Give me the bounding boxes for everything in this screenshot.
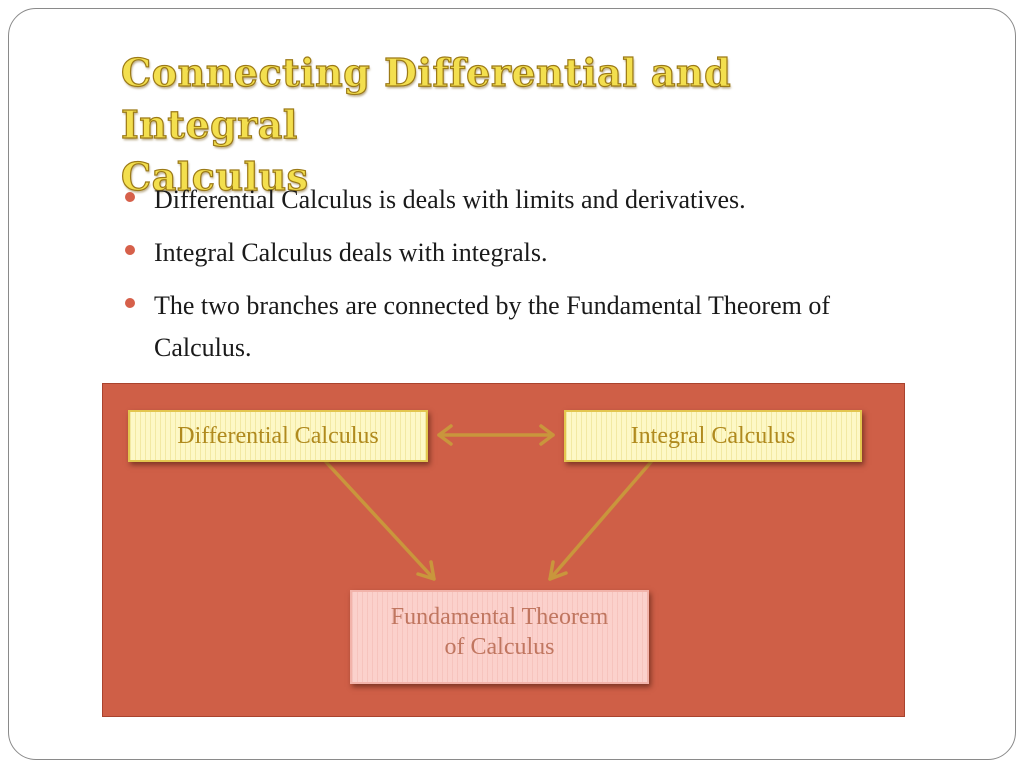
slide-title-line-1: Connecting Differential and Integral [120, 49, 732, 147]
node-fundamental-theorem: Fundamental Theorem of Calculus [350, 590, 649, 684]
node-theorem-line-2: of Calculus [444, 634, 555, 660]
bullet-item: Differential Calculus is deals with limi… [123, 179, 923, 221]
arrow-differential-to-theorem [324, 460, 436, 581]
bullet-dot-icon [125, 245, 135, 255]
diagram-arrows [324, 424, 653, 581]
bullet-list: Differential Calculus is deals with limi… [123, 179, 923, 380]
bullet-item: The two branches are connected by the Fu… [123, 285, 923, 369]
slide-title-line-2: Calculus [120, 153, 309, 199]
node-differential-calculus: Differential Calculus [128, 410, 428, 462]
bullet-dot-icon [125, 298, 135, 308]
bullet-text: Differential Calculus is deals with limi… [154, 185, 746, 214]
node-theorem-line-1: Fundamental Theorem [390, 604, 609, 630]
bullet-text: The two branches are connected by the Fu… [154, 291, 830, 362]
arrow-integral-to-theorem [548, 460, 653, 581]
bullet-item: Integral Calculus deals with integrals. [123, 232, 923, 274]
node-integral-calculus: Integral Calculus [564, 410, 862, 462]
calculus-diagram: Differential Calculus Integral Calculus … [102, 383, 905, 717]
slide-title: Connecting Differential and Integral Cal… [120, 47, 921, 203]
double-arrow-differential-integral [437, 424, 555, 446]
bullet-dot-icon [125, 192, 135, 202]
bullet-text: Integral Calculus deals with integrals. [154, 238, 548, 267]
